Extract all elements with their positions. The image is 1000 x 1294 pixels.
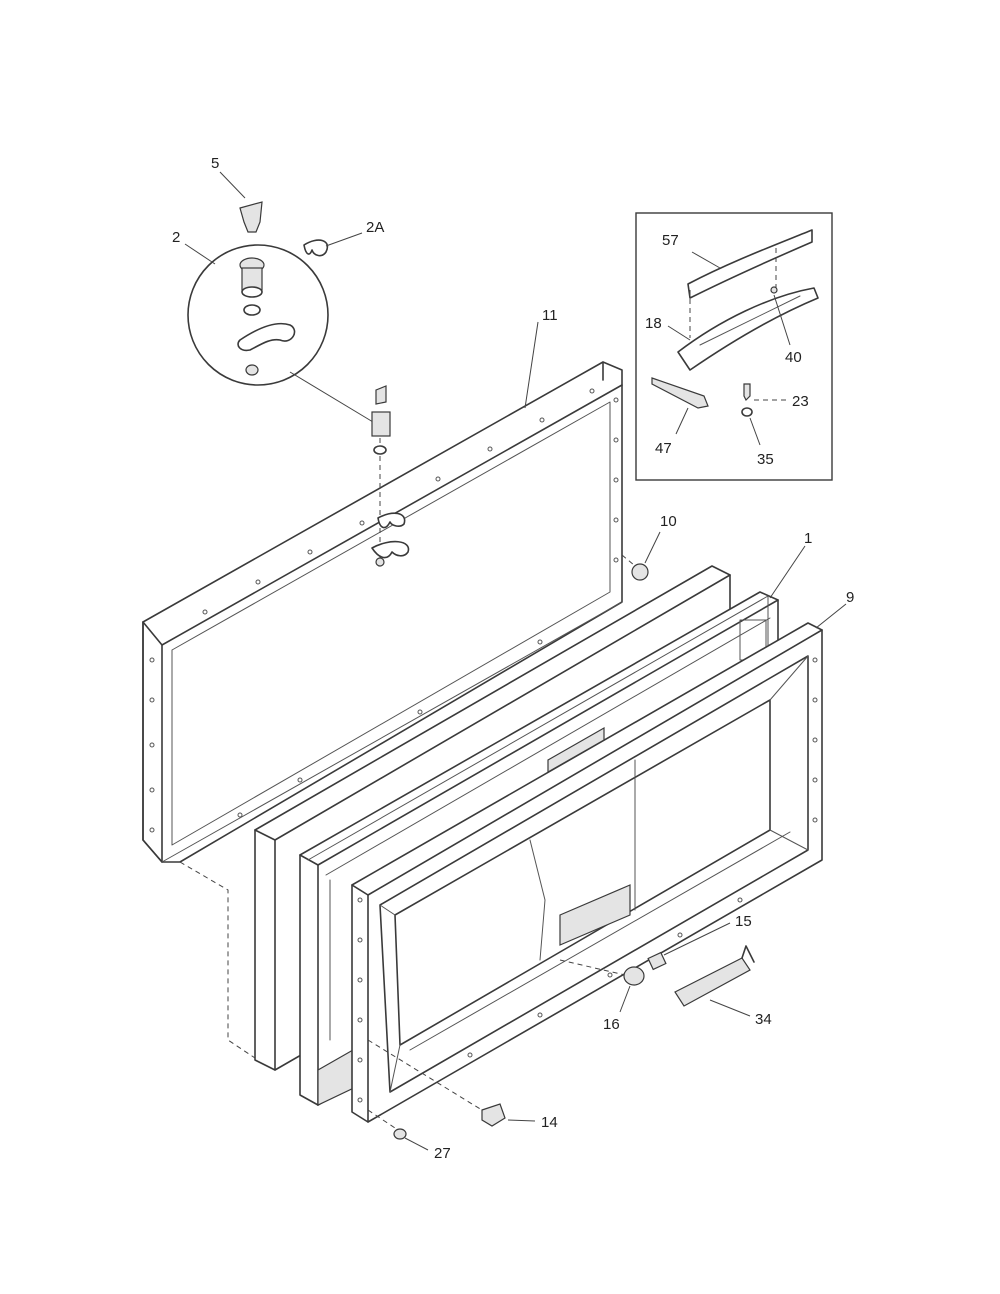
part-47-bracket [651,377,709,435]
part-35-washer [741,407,761,446]
callout-27: 27 [434,1145,451,1162]
callout-2: 2 [172,229,180,246]
part-40-screw [770,286,791,346]
part-16-lock [619,966,645,1013]
callout-2a: 2A [366,219,384,236]
part-9-inner-liner [351,622,823,1123]
callout-57: 57 [662,232,679,249]
callout-23: 23 [792,393,809,410]
part-14-fastener [481,1103,536,1127]
part-15-switch [647,922,731,971]
hinge-hardware-on-panel [371,385,410,567]
callout-labels: 5 2 2A 11 10 1 9 57 18 40 23 47 35 15 16… [172,155,854,1162]
alignment-lines [179,438,641,1131]
callout-10: 10 [660,513,677,530]
callout-18: 18 [645,315,662,332]
hinge-pin-detail [237,257,296,376]
callout-34: 34 [755,1011,772,1028]
callout-9: 9 [846,589,854,606]
callout-5: 5 [211,155,219,172]
panel-9-screw-holes [357,657,818,1103]
leader-lines [184,171,847,629]
callout-1: 1 [804,530,812,547]
callout-47: 47 [655,440,672,457]
part-2a-clip [303,239,329,257]
part-27-screw [393,1128,429,1151]
part-57-handle-cover [687,229,813,299]
part-18-handle-base [667,248,819,371]
part-5-hinge-cap [239,201,263,233]
callout-15: 15 [735,913,752,930]
part-10-bumper [631,531,661,581]
part-2-hinge-detail-circle [187,244,379,426]
callout-11: 11 [542,307,558,324]
part-34-trim-piece [674,945,755,1017]
part-23-screw [743,383,786,402]
callout-40: 40 [785,349,802,366]
callout-35: 35 [757,451,774,468]
panel-11-screw-holes [149,388,619,833]
part-11-lid-panel [142,361,623,863]
callout-14: 14 [541,1114,558,1131]
handle-assembly-inset [635,212,833,481]
callout-16: 16 [603,1016,620,1033]
